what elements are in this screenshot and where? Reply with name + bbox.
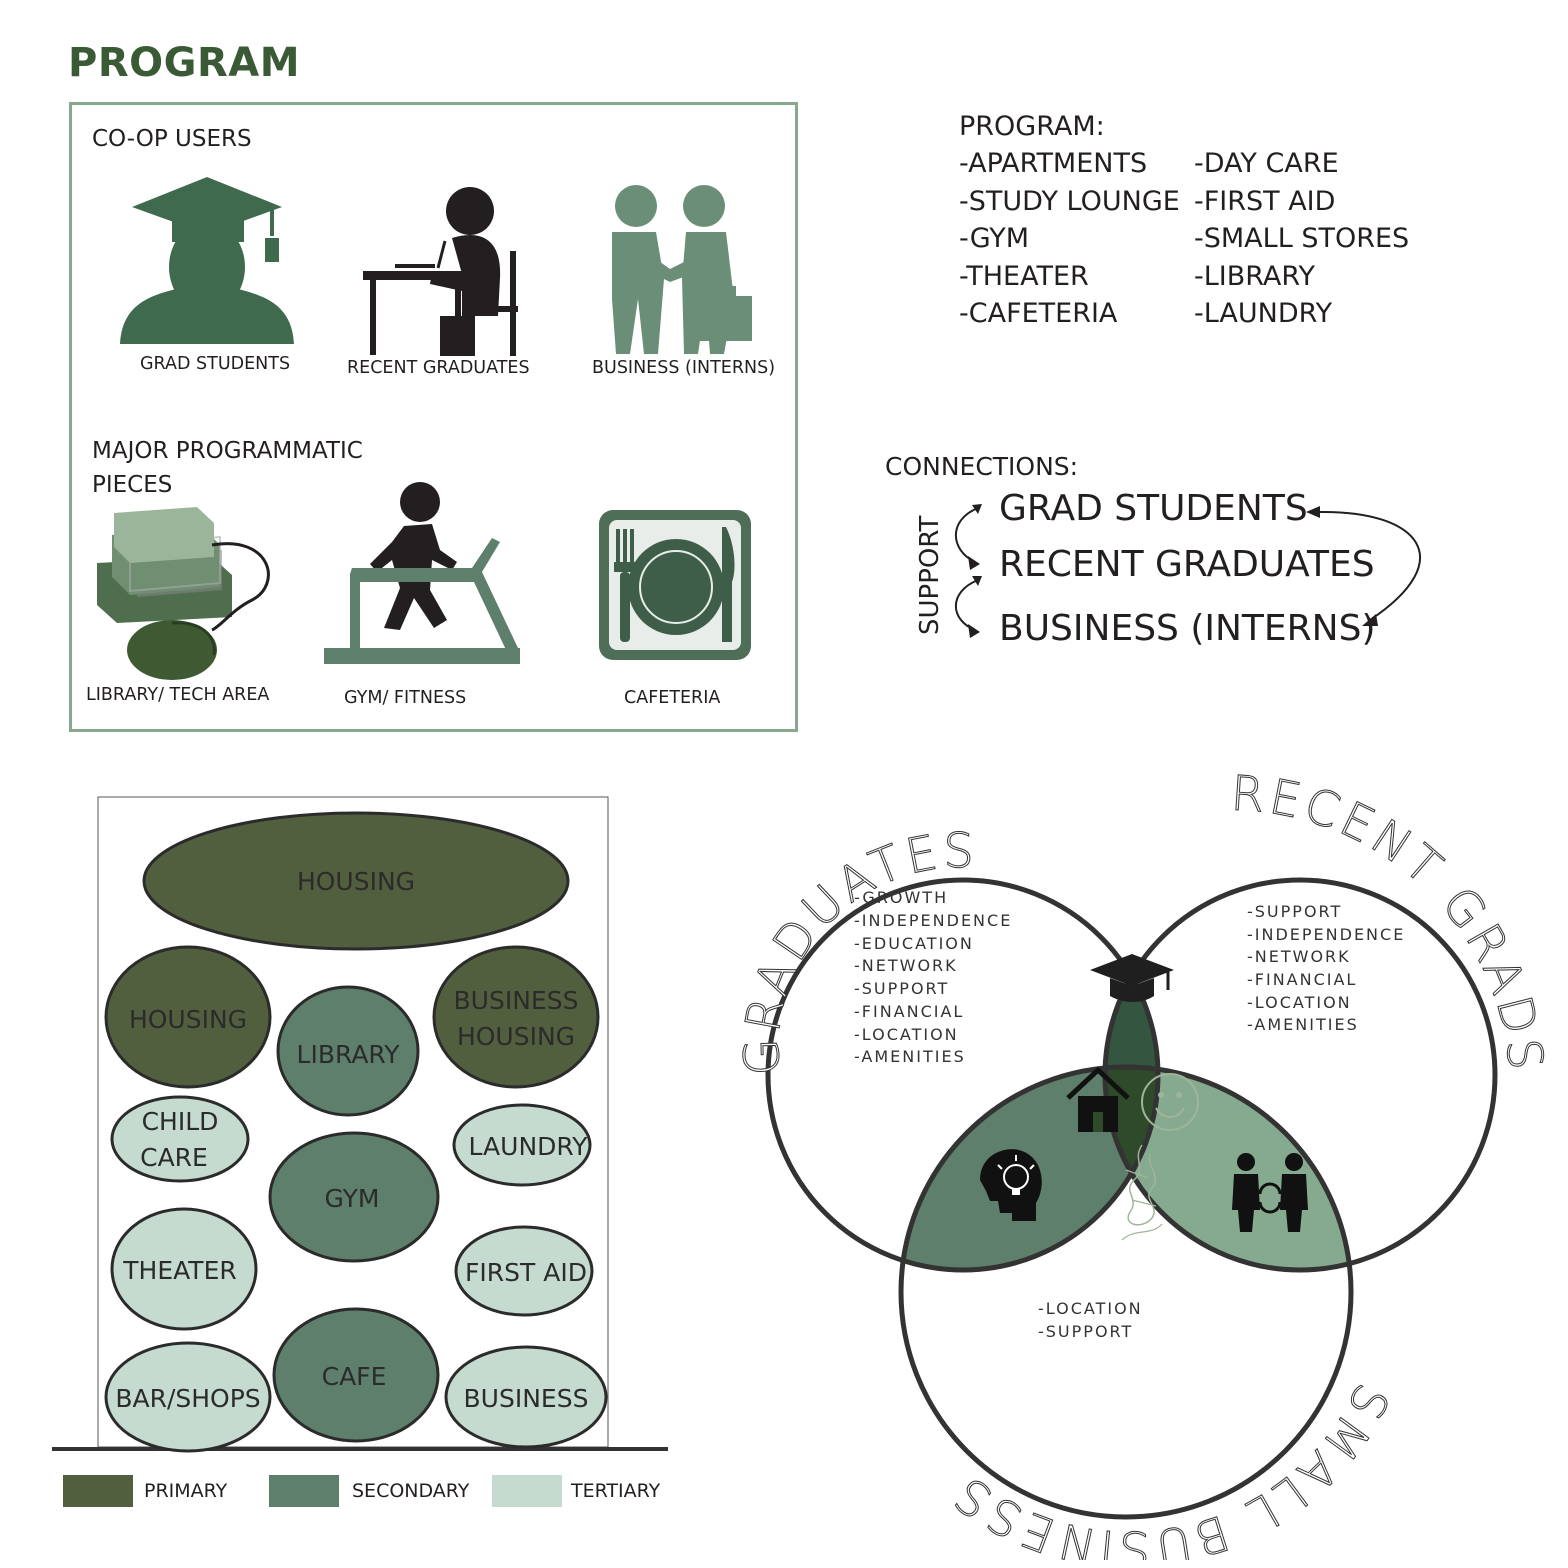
legend-primary-label: PRIMARY	[144, 1480, 228, 1502]
recent-list-item: -NETWORK	[1247, 947, 1351, 966]
page-title: PROGRAM	[68, 40, 301, 86]
graduates-list-item: -LOCATION	[854, 1025, 959, 1044]
bubble-gym-label: GYM	[325, 1184, 380, 1213]
bubble-housing-label: HOUSING	[129, 1005, 247, 1034]
support-label: SUPPORT	[915, 515, 945, 635]
program-item: -SMALL STORES	[1194, 223, 1410, 254]
legend-primary-swatch	[63, 1475, 133, 1507]
recent-list-item: -AMENITIES	[1247, 1015, 1359, 1034]
program-item: -LAUNDRY	[1194, 298, 1333, 329]
recent-list-item: -LOCATION	[1247, 993, 1352, 1012]
program-item: -FIRST AID	[1194, 185, 1336, 217]
graduates-list-item: -FINANCIAL	[854, 1002, 964, 1021]
grad-cap-icon	[1090, 954, 1174, 1002]
graduates-list-item: -INDEPENDENCE	[854, 911, 1012, 930]
grad-students-label: GRAD STUDENTS	[140, 354, 291, 374]
recent-list-item: -SUPPORT	[1247, 902, 1342, 921]
bubble-bar-shops-label: BAR/SHOPS	[115, 1384, 260, 1413]
bubble-business-housing-label-1: BUSINESS	[454, 986, 579, 1015]
program-list-col1: -APARTMENTS -STUDY LOUNGE -GYM -THEATER …	[959, 145, 1180, 333]
program-item: -GYM	[959, 223, 1030, 254]
program-item: -APARTMENTS	[959, 148, 1148, 179]
major-pieces-heading-line2: PIECES	[92, 472, 173, 498]
co-op-users-heading: CO-OP USERS	[92, 126, 252, 152]
graduates-list-item: -AMENITIES	[854, 1047, 966, 1066]
bubble-library-label: LIBRARY	[297, 1040, 401, 1069]
program-item: -STUDY LOUNGE	[959, 185, 1180, 217]
bubble-theater	[110, 1207, 258, 1331]
program-item: -DAY CARE	[1194, 148, 1339, 179]
program-list-heading: PROGRAM:	[959, 111, 1105, 142]
graduates-list-item: -SUPPORT	[854, 979, 949, 998]
bubble-library	[276, 985, 420, 1117]
connections-diagram: SUPPORT GRAD STUDENTS RECENT GRADUATES B…	[915, 490, 1421, 649]
business-list-item: -LOCATION	[1038, 1299, 1143, 1318]
smiley-icon	[1141, 1073, 1199, 1131]
program-list-col2: -DAY CARE -FIRST AID -SMALL STORES -LIBR…	[1194, 145, 1409, 333]
bubble-diagram: HOUSING HOUSING BUSINESS HOUSING LIBRARY…	[52, 796, 668, 1453]
bubble-child-care-label-1: CHILD	[142, 1107, 219, 1136]
graduates-list: -GROWTH -INDEPENDENCE -EDUCATION -NETWOR…	[854, 888, 1012, 1066]
bubble-laundry	[452, 1103, 592, 1187]
bubble-housing-top-label: HOUSING	[297, 867, 415, 896]
recent-grads-list: -SUPPORT -INDEPENDENCE -NETWORK -FINANCI…	[1247, 902, 1405, 1034]
gym-fitness-label: GYM/ FITNESS	[344, 688, 467, 708]
treadmill-icon	[324, 482, 520, 664]
bubble-cafe-label: CAFE	[322, 1362, 387, 1391]
support-arrow-top	[954, 507, 979, 563]
books-mouse-icon	[97, 507, 270, 680]
legend-secondary-label: SECONDARY	[352, 1480, 470, 1502]
graduates-list-item: -GROWTH	[854, 888, 948, 907]
legend-secondary-swatch	[269, 1475, 339, 1507]
program-item: -LIBRARY	[1194, 260, 1315, 292]
connection-loop-arrow	[1317, 510, 1421, 621]
business-list-item: -SUPPORT	[1038, 1322, 1133, 1341]
connection-grad-students: GRAD STUDENTS	[999, 490, 1308, 529]
bubble-first-aid	[454, 1225, 594, 1317]
connection-recent-graduates: RECENT GRADUATES	[999, 544, 1375, 585]
bubble-child-care-label-2: CARE	[140, 1143, 208, 1172]
bubble-housing	[104, 945, 272, 1089]
business-interns-label: BUSINESS (INTERNS)	[592, 358, 776, 378]
businessmen-exchange-icon	[1232, 1153, 1308, 1232]
bubble-cafe	[272, 1307, 440, 1443]
bubble-business-label: BUSINESS	[464, 1384, 589, 1413]
connection-business-interns: BUSINESS (INTERNS)	[999, 608, 1376, 649]
graduates-list-item: -EDUCATION	[854, 934, 974, 953]
bubble-laundry-label: LAUNDRY	[469, 1132, 589, 1161]
recent-list-item: -INDEPENDENCE	[1247, 925, 1405, 944]
student-writing-icon	[363, 187, 518, 356]
support-arrow-bottom	[954, 579, 979, 631]
graduates-list-item: -NETWORK	[854, 956, 958, 975]
bubble-first-aid-label: FIRST AID	[465, 1258, 587, 1287]
venn-diagram: GRADUATES RECENT GRADS SMALL BUSINESS -G…	[733, 770, 1550, 1560]
bubble-theater-label: THEATER	[122, 1256, 236, 1285]
bubble-gym	[268, 1131, 440, 1263]
bubble-business-housing-label-2: HOUSING	[457, 1022, 575, 1051]
bubble-business-housing	[432, 945, 600, 1089]
bubble-bar-shops	[104, 1341, 272, 1453]
program-item: -CAFETERIA	[959, 298, 1118, 329]
program-users-panel	[69, 102, 798, 732]
bubble-child-care	[110, 1095, 250, 1183]
legend-tertiary-label: TERTIARY	[571, 1480, 661, 1502]
handshake-icon	[612, 185, 752, 354]
bubble-business	[444, 1345, 608, 1449]
recent-list-item: -FINANCIAL	[1247, 970, 1357, 989]
plate-cutlery-icon	[599, 510, 751, 660]
house-icon	[1066, 1066, 1130, 1132]
library-tech-label: LIBRARY/ TECH AREA	[86, 685, 270, 705]
bubble-housing-top	[142, 811, 570, 951]
figure-sketch-icon	[1121, 1144, 1163, 1241]
small-business-list: -LOCATION -SUPPORT	[1038, 1299, 1143, 1341]
legend-tertiary-swatch	[492, 1475, 562, 1507]
recent-graduates-label: RECENT GRADUATES	[347, 358, 530, 378]
cafeteria-label: CAFETERIA	[624, 688, 721, 708]
program-item: -THEATER	[959, 260, 1089, 292]
major-pieces-heading-line1: MAJOR PROGRAMMATIC	[92, 438, 363, 464]
head-lightbulb-icon	[980, 1149, 1042, 1221]
graduate-icon	[120, 177, 294, 344]
connections-heading: CONNECTIONS:	[885, 452, 1079, 481]
